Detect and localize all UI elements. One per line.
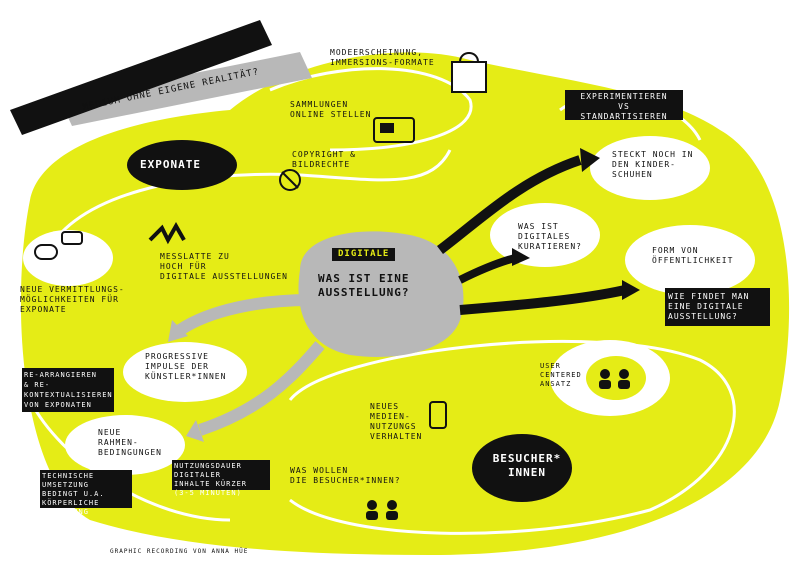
note-rearrangieren: Re-Arrangieren & Re- Kontextualisieren v… xyxy=(24,371,113,409)
center-question: Was ist eine Ausstellung? xyxy=(318,272,410,299)
note-findet: Wie findet man eine digitale Ausstellung… xyxy=(668,292,750,321)
note-steckt: Steckt noch in den Kinder- schuhen xyxy=(612,150,694,179)
chart-icon xyxy=(148,221,186,245)
besucher-oval xyxy=(472,434,572,502)
center-tag: Digitale xyxy=(332,248,396,261)
note-nutzungsdauer: Nutzungsdauer digitaler Inhalte kürzer (… xyxy=(174,462,248,497)
besucher-label: Besucher* innen xyxy=(492,452,562,479)
center-blob xyxy=(298,231,464,357)
note-rahmen: Neue Rahmen- bedingungen xyxy=(98,428,162,457)
note-modeerscheinung: Modeerscheinung, Immersions-Formate xyxy=(330,48,435,67)
bag-icon xyxy=(451,61,487,93)
note-copyright: Copyright & Bildrechte xyxy=(292,150,356,169)
note-vermittlung: Neue Vermittlungs- möglichkeiten für Exp… xyxy=(20,285,125,314)
speech-icon xyxy=(34,244,58,260)
note-oeffentlichkeit: Form von Öffentlichkeit xyxy=(652,246,734,265)
note-user: User centered Ansatz xyxy=(540,362,582,388)
note-medien: Neues Medien- nutzungs verhalten xyxy=(370,402,423,441)
note-kuratieren: Was ist digitales Kuratieren? xyxy=(518,222,582,251)
note-technische: Technische Umsetzung bedingt u.a. körper… xyxy=(42,472,105,516)
note-messlatte: Messlatte zu hoch für digitale Ausstellu… xyxy=(160,252,288,281)
exponate-label: Exponate xyxy=(140,158,201,171)
phone-icon xyxy=(429,401,447,429)
note-sammlungen: Sammlungen online stellen xyxy=(290,100,372,119)
note-experimentieren: Experimentieren vs Standartisieren xyxy=(580,92,668,121)
credit: Graphic Recording von Anna Hüe xyxy=(110,548,249,555)
note-wollen: Was wollen die Besucher*innen? xyxy=(290,466,401,485)
note-progressive: Progressive Impulse der Künstler*innen xyxy=(145,352,227,381)
exponate-oval xyxy=(127,140,237,190)
